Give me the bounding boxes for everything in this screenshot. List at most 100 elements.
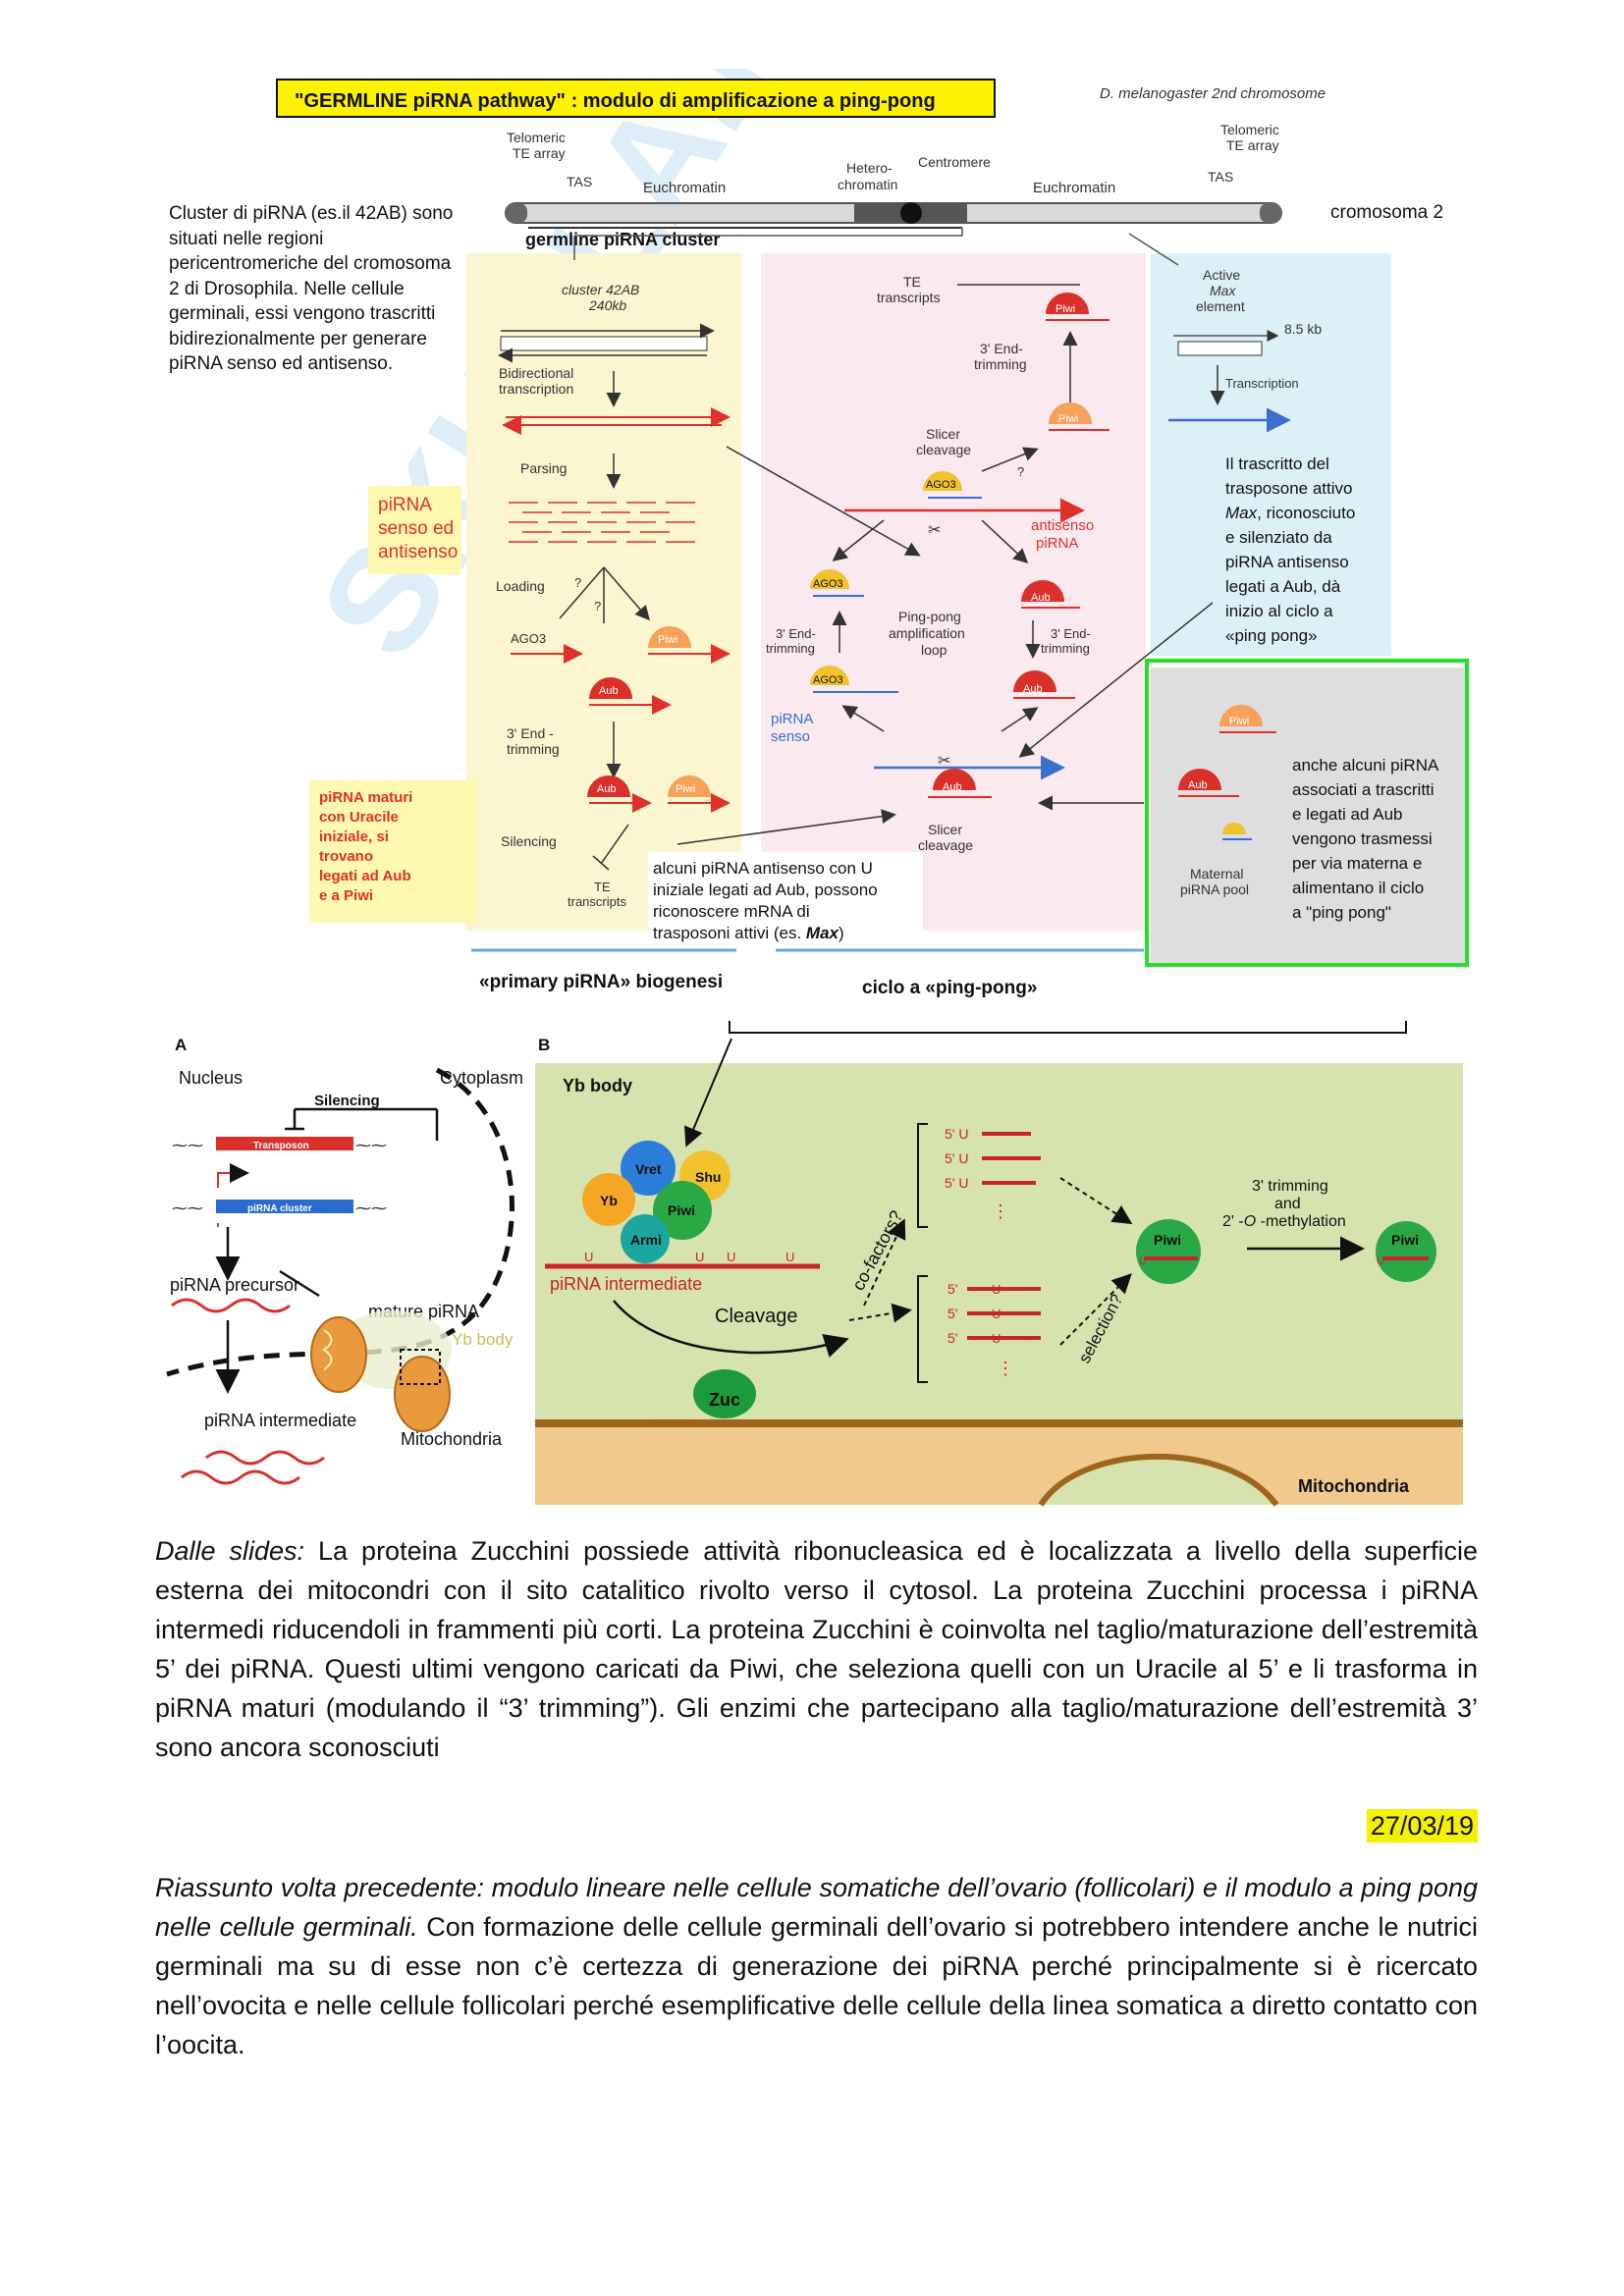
piwi-loaded-1 — [1136, 1219, 1201, 1284]
piwi-protein-b — [653, 1181, 712, 1240]
date-line: 27/03/19 — [155, 1809, 1478, 1842]
svg-text:Piwi: Piwi — [1058, 413, 1078, 425]
end-trimming-primary: 3' End -trimming — [507, 725, 560, 757]
piwi-shape — [648, 626, 691, 648]
svg-text:⁓⁓: ⁓⁓ — [172, 1138, 203, 1154]
nucleus-label: Nucleus — [179, 1068, 243, 1088]
euchromatin-left: Euchromatin — [643, 180, 726, 196]
nuclear-envelope — [166, 1067, 514, 1377]
svg-text:⋮: ⋮ — [997, 1359, 1014, 1378]
centromere-label: Centromere — [918, 154, 991, 170]
end-trimming-right: 3' End-trimming — [1041, 626, 1091, 656]
max-transcription: Transcription — [1225, 376, 1299, 391]
euchromatin-right: Euchromatin — [1033, 180, 1115, 196]
transposon-label: Transposon — [253, 1141, 309, 1151]
tas-left: TAS — [567, 174, 592, 189]
svg-text:Aub: Aub — [597, 783, 617, 795]
telomere-right — [1260, 203, 1281, 223]
svg-text:U: U — [785, 1250, 794, 1264]
piwi-primary: Piwi — [658, 634, 677, 646]
svg-text:?: ? — [594, 599, 601, 614]
max-size: 8.5 kb — [1284, 321, 1322, 337]
pirna-cluster-a: piRNA cluster — [247, 1203, 312, 1214]
aub-shape — [589, 677, 632, 699]
yb-body-a: Yb body — [452, 1330, 514, 1349]
svg-text:Vret: Vret — [635, 1161, 662, 1177]
yb-body-b: Yb body — [563, 1076, 632, 1095]
pirna-pathway-figure: SKUOLA.NET "GERMLINE piRNA pathway" : mo… — [276, 69, 1469, 998]
chromosome-label: cromosoma 2 — [1330, 202, 1443, 223]
svg-text:Aub: Aub — [1023, 683, 1043, 695]
end-trimming-top: 3' End-trimming — [974, 341, 1027, 372]
vret-protein — [621, 1141, 676, 1196]
tas-right: TAS — [1208, 169, 1233, 185]
panel-a-bg — [162, 1060, 530, 1502]
aub-note-box — [648, 852, 923, 945]
date-badge: 27/03/19 — [1366, 1809, 1478, 1842]
svg-text:Piwi: Piwi — [676, 783, 695, 795]
yb-protein — [582, 1173, 635, 1226]
svg-text:Piwi: Piwi — [1056, 303, 1075, 315]
svg-text:U: U — [1377, 1255, 1384, 1267]
svg-text:Yb: Yb — [600, 1193, 618, 1208]
svg-text:5': 5' — [947, 1306, 957, 1321]
svg-text:✂: ✂ — [938, 753, 950, 770]
svg-text:Aub: Aub — [1188, 779, 1208, 791]
maternal-highlight-box — [1145, 659, 1469, 967]
figure-title: "GERMLINE piRNA pathway" : modulo di amp… — [295, 90, 936, 112]
svg-text:U: U — [1139, 1255, 1147, 1267]
end-trimming-left: 3' End-trimming — [766, 626, 816, 656]
svg-text:?: ? — [1017, 464, 1024, 479]
svg-text:⁓⁓: ⁓⁓ — [355, 1201, 387, 1217]
aub-primary: Aub — [599, 685, 619, 697]
svg-text:5': 5' — [947, 1330, 957, 1346]
svg-text:AGO3: AGO3 — [926, 479, 956, 491]
paragraph-summary: Riassunto volta precedente: modulo linea… — [155, 1868, 1478, 2064]
svg-text:Armi: Armi — [630, 1232, 662, 1248]
loading-label: Loading — [496, 578, 545, 594]
panel-a-letter: A — [175, 1036, 187, 1054]
svg-text:Piwi: Piwi — [1154, 1232, 1181, 1248]
zuc-protein — [693, 1369, 756, 1418]
pingpong-caption: ciclo a «ping-pong» — [862, 978, 1037, 998]
svg-text:⋮: ⋮ — [992, 1201, 1009, 1221]
maternal-note-box — [1281, 741, 1463, 933]
piwi-loaded-2 — [1376, 1221, 1436, 1282]
svg-text:5' U: 5' U — [945, 1126, 968, 1142]
mitochondria-a: Mitochondria — [401, 1429, 503, 1449]
svg-text:Aub: Aub — [1031, 592, 1051, 604]
svg-text:AGO3: AGO3 — [813, 674, 843, 686]
svg-text:?: ? — [574, 575, 581, 590]
panel-b-letter: B — [538, 1036, 550, 1054]
intermediate-a: piRNA intermediate — [204, 1411, 356, 1430]
cluster-box — [500, 336, 708, 351]
svg-text:U: U — [695, 1250, 704, 1264]
heterochromatin-label: Hetero-chromatin — [838, 160, 897, 192]
telomere-left — [506, 203, 527, 223]
mitochondria-b: Mitochondria — [1298, 1476, 1410, 1496]
parsed-fragments — [509, 502, 695, 543]
svg-text:Piwi: Piwi — [668, 1202, 695, 1218]
svg-text:AGO3: AGO3 — [813, 578, 843, 590]
svg-text:✂: ✂ — [928, 522, 941, 539]
pingpong-panel-bg — [761, 253, 1146, 931]
armi-protein — [621, 1214, 670, 1263]
cluster-label: germline piRNA cluster — [525, 230, 720, 249]
max-note-box — [1213, 447, 1389, 653]
precursor-label: piRNA precursor — [170, 1275, 299, 1295]
svg-text:Piwi: Piwi — [1229, 716, 1249, 727]
intermediate-b: piRNA intermediate — [550, 1274, 702, 1294]
svg-text:5' U: 5' U — [945, 1150, 968, 1166]
